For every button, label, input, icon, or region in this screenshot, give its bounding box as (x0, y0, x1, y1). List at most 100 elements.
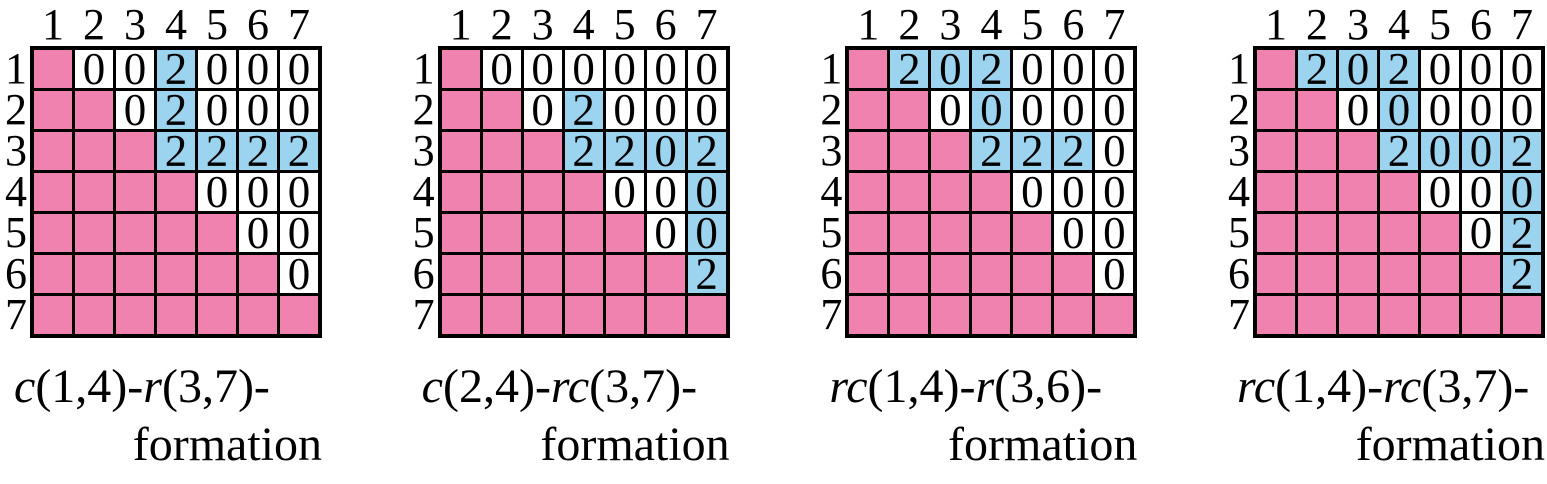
row-header: 4 (1227, 167, 1250, 216)
row-header: 6 (412, 249, 435, 298)
row-header: 4 (820, 167, 843, 216)
matrix-cell: 0 (1502, 47, 1541, 92)
matrix-cell (239, 296, 277, 334)
matrix-cell: 0 (239, 211, 277, 256)
matrix-cell: 0 (280, 211, 318, 256)
matrix-cell: 0 (1379, 88, 1418, 133)
matrix-cell: 0 (239, 47, 277, 92)
matrix-cell (1379, 173, 1418, 211)
matrix-cell (198, 214, 236, 252)
matrix-cell (972, 255, 1011, 293)
column-header: 6 (1062, 0, 1085, 49)
matrix-cell (441, 50, 480, 88)
matrix-cell (198, 255, 236, 293)
matrix-cell (1461, 296, 1500, 334)
column-header: 7 (288, 0, 310, 49)
matrix-cell: 0 (646, 170, 685, 215)
matrix-cell: 0 (1461, 47, 1500, 92)
matrix-cell: 2 (1502, 252, 1541, 297)
caption-op1: c (14, 360, 36, 413)
matrix-cell (1379, 214, 1418, 252)
column-header: 2 (490, 0, 513, 49)
matrix-cell: 0 (605, 170, 644, 215)
matrix-cell (1256, 91, 1295, 129)
column-header: 6 (654, 0, 677, 49)
matrix-cell (1256, 296, 1295, 334)
matrix-cell: 0 (646, 88, 685, 133)
matrix-cell (605, 296, 644, 334)
matrix-cell (1013, 214, 1052, 252)
column-header: 6 (1469, 0, 1492, 49)
matrix-cell (116, 132, 154, 170)
matrix-cell (1256, 132, 1295, 170)
matrix-cell (198, 296, 236, 334)
matrix-cell (1256, 214, 1295, 252)
row-header: 1 (820, 44, 843, 93)
matrix-cell: 0 (687, 211, 726, 256)
matrix-cell: 0 (1095, 88, 1134, 133)
matrix-cell: 2 (1502, 129, 1541, 174)
column-header: 2 (1305, 0, 1328, 49)
matrix-cell: 0 (1013, 170, 1052, 215)
matrix-cell (931, 214, 970, 252)
matrix-cell (1502, 296, 1541, 334)
row-header: 5 (1227, 208, 1250, 257)
matrix-cell: 2 (1297, 47, 1336, 92)
column-header: 1 (42, 0, 64, 49)
matrix-cell (890, 255, 929, 293)
matrix-cell (1338, 173, 1377, 211)
row-header: 1 (1227, 44, 1250, 93)
matrix-cell: 0 (523, 88, 562, 133)
matrix-cell (1338, 296, 1377, 334)
caption-range2: (3,7)- (161, 360, 270, 413)
matrix-cell: 0 (523, 47, 562, 92)
matrix-cell: 2 (157, 88, 195, 133)
caption-op2: rc (550, 360, 590, 413)
matrix-cell: 0 (646, 129, 685, 174)
matrix-cell: 2 (280, 129, 318, 174)
matrix-cell: 0 (1054, 47, 1093, 92)
matrix-cell (34, 50, 72, 88)
matrix-cell: 0 (646, 211, 685, 256)
row-header: 3 (1227, 126, 1250, 175)
matrix-cell: 0 (75, 47, 113, 92)
matrix-cell (75, 255, 113, 293)
matrix-cell: 0 (931, 47, 970, 92)
column-header: 1 (449, 0, 472, 49)
matrix-cell (34, 255, 72, 293)
matrix-cell (564, 214, 603, 252)
matrix-cell (890, 173, 929, 211)
column-header: 3 (124, 0, 146, 49)
matrix-cell (1256, 255, 1295, 293)
caption-range1: (1,4)- (867, 360, 976, 413)
column-header: 6 (247, 0, 269, 49)
matrix-cell (849, 50, 888, 88)
column-header: 2 (83, 0, 105, 49)
column-header: 5 (1428, 0, 1451, 49)
matrix-cell: 0 (1420, 170, 1459, 215)
matrix-cell: 2 (564, 88, 603, 133)
row-header: 4 (5, 167, 27, 216)
matrix-cell (157, 214, 195, 252)
matrix-cell (34, 173, 72, 211)
matrix-cell (116, 214, 154, 252)
column-header: 4 (1387, 0, 1410, 49)
matrix-cell (564, 255, 603, 293)
caption-range2: (3,7)- (589, 360, 698, 413)
matrix-cell (75, 173, 113, 211)
matrix-cell: 0 (1054, 211, 1093, 256)
matrix-cell (157, 296, 195, 334)
row-header: 4 (412, 167, 435, 216)
row-header: 3 (820, 126, 843, 175)
matrix-cell: 0 (687, 88, 726, 133)
matrix-cell: 2 (1379, 47, 1418, 92)
matrix-cell: 2 (198, 129, 236, 174)
matrix-cell: 2 (157, 129, 195, 174)
matrix-cell: 2 (1013, 129, 1052, 174)
matrix-cell (1256, 50, 1295, 88)
